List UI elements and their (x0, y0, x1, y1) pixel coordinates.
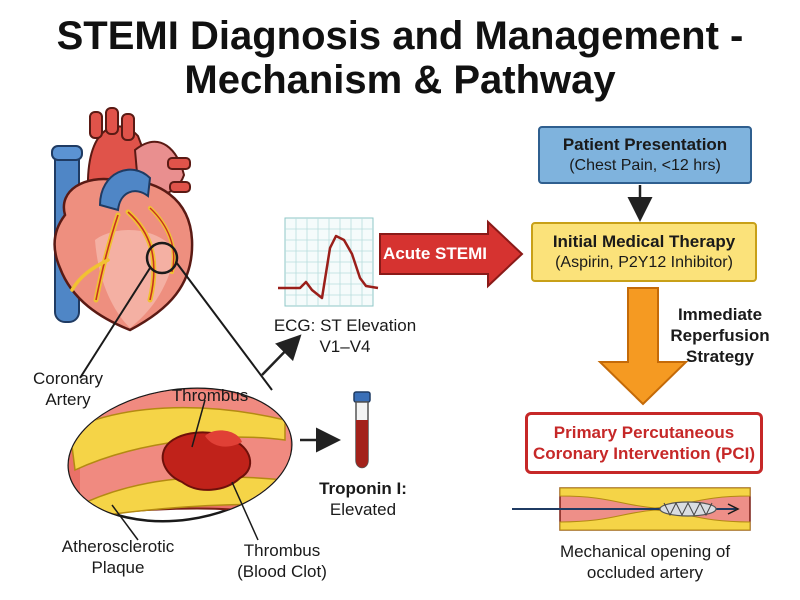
coronary-artery-label-line-1: Coronary (33, 369, 103, 388)
thrombus-label: Thrombus (171, 386, 249, 405)
ecg-panel (278, 217, 379, 307)
plaque-label: Atherosclerotic Plaque (48, 536, 188, 578)
reperfusion-strategy-line-1: Immediate (677, 305, 763, 324)
acute-stemi-label: Acute STEMI (383, 244, 487, 263)
troponin-caption-line-1: Troponin I: (319, 479, 407, 498)
pci-title-line-2: Coronary Intervention (PCI) (533, 444, 755, 463)
pci-caption-line-2: occluded artery (586, 563, 704, 582)
zoom-circle (145, 241, 179, 275)
arrow-to-ecg (261, 334, 302, 376)
pci-title-line-1: Primary Percutaneous (553, 423, 735, 442)
strategy-arrow (597, 287, 689, 406)
heart-illustration (51, 107, 194, 332)
coronary-artery-label-line-2: Artery (45, 390, 91, 409)
ecg-caption-line-1: ECG: ST Elevation (273, 316, 417, 335)
pci-caption-line-1: Mechanical opening of (559, 542, 731, 561)
clot-label: Thrombus (Blood Clot) (222, 540, 342, 582)
pci-box: Primary Percutaneous Coronary Interventi… (525, 412, 763, 474)
test-tube-icon (353, 391, 371, 469)
initial-therapy-detail: (Aspirin, P2Y12 Inhibitor) (555, 254, 733, 271)
stent-illustration (512, 487, 751, 531)
page-title-line-2: Mechanism & Pathway (184, 58, 616, 102)
page-title-line-1: STEMI Diagnosis and Management - (56, 14, 744, 58)
ecg-caption: ECG: ST Elevation V1–V4 (260, 315, 430, 357)
patient-presentation-detail: (Chest Pain, <12 hrs) (569, 157, 721, 174)
vessel-cross-section (60, 375, 300, 523)
pci-caption: Mechanical opening of occluded artery (540, 541, 750, 583)
acute-stemi-arrow (379, 219, 524, 289)
reperfusion-strategy-line-3: Strategy (685, 347, 755, 366)
ecg-caption-line-2: V1–V4 (319, 337, 371, 356)
plaque-label-line-1: Atherosclerotic (61, 537, 175, 556)
clot-label-line-2: (Blood Clot) (237, 562, 327, 581)
ecg-trace (278, 234, 379, 300)
patient-presentation-title: Patient Presentation (562, 135, 728, 154)
troponin-caption-line-2: Elevated (329, 500, 397, 519)
patient-presentation-box: Patient Presentation (Chest Pain, <12 hr… (538, 126, 752, 184)
plaque-label-line-2: Plaque (91, 558, 145, 577)
initial-therapy-title: Initial Medical Therapy (552, 232, 736, 251)
reperfusion-strategy-line-2: Reperfusion (670, 326, 770, 345)
coronary-artery-label: Coronary Artery (18, 368, 118, 410)
initial-therapy-box: Initial Medical Therapy (Aspirin, P2Y12 … (531, 222, 757, 282)
clot-label-line-1: Thrombus (243, 541, 321, 560)
troponin-caption: Troponin I: Elevated (308, 478, 418, 520)
thrombus-clot (161, 431, 252, 491)
reperfusion-strategy-label: Immediate Reperfusion Strategy (660, 304, 780, 367)
